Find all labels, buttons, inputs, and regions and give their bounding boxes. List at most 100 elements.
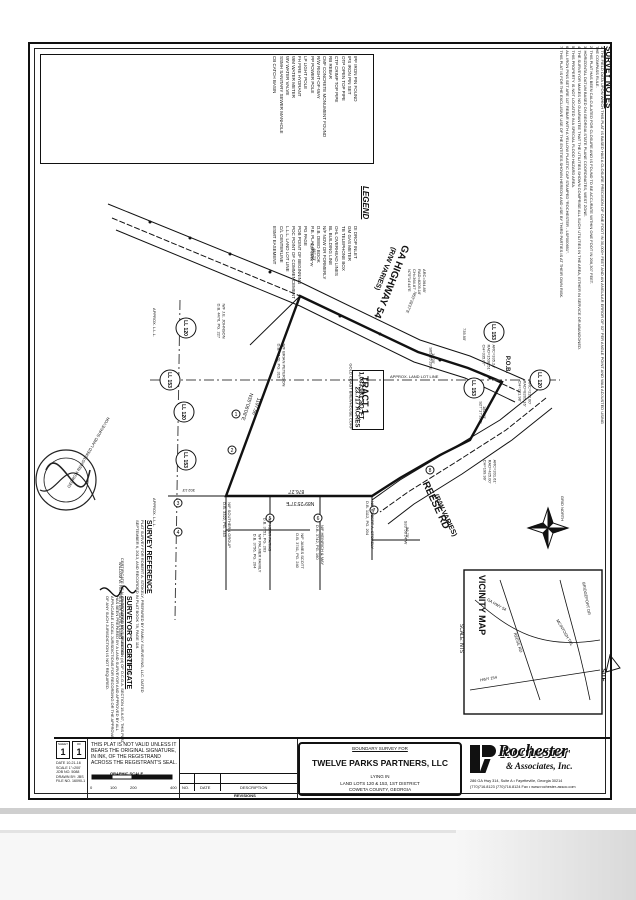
pob-label: P.O.B. [504, 355, 511, 374]
company-name: Rochester [498, 741, 568, 760]
scale-tick-label: 100 [110, 785, 117, 790]
company-contact: (770)716.8123 (770)716.8124 Fax • www.ro… [470, 785, 576, 789]
surveyor-seal [35, 449, 97, 511]
sheet-total: 1 [76, 747, 82, 757]
revisions-cell: NO. DATE DESCRIPTION REVISIONS [180, 739, 298, 799]
vicinity-site-label: SITE [599, 668, 606, 682]
survey-reference-heading: SURVEY REFERENCE [145, 520, 152, 594]
company-logo-mark [470, 745, 496, 773]
adjoiner-label: N/F HEINRICH & MAY D.B. 3742, PG. 160 [315, 524, 326, 566]
adjoiner-label: N/F SOUTHERN GROUP D.B. 3322, PG. 343 [221, 502, 232, 548]
plat-inner-border [34, 48, 606, 794]
arc-label-2: ARC=335.24' RAD=1538.51' CH=335.07' [481, 344, 497, 371]
land-lot-lines [150, 299, 560, 621]
survey-reference-text: PLAT SURVEY FOR ROBERT A. STOKELY, PREPA… [135, 520, 145, 693]
lot-number-circle [173, 498, 183, 508]
lot-number-label: 5 [269, 516, 272, 522]
land-lot-label: LL 153 [470, 380, 476, 396]
revisions-label: REVISIONS [234, 793, 256, 798]
utility-poles [148, 220, 492, 380]
lot-number-circle [173, 527, 183, 537]
drawn-value: JBS [77, 774, 84, 779]
scan-band [0, 808, 636, 814]
north-arrow-label: GRID NORTH [560, 495, 566, 522]
lot-number-circle [369, 505, 379, 515]
signature-marks [99, 585, 137, 597]
rev-no-label: NO. [182, 785, 190, 790]
dist-4: 302.13' [182, 488, 195, 493]
rev-desc-label: DESCRIPTION [240, 785, 268, 790]
tract-area-ac: 23.717 ACRES [353, 386, 360, 428]
arc-label-4: ARC=222.00' RAD=8205.16' CH=221.98' [517, 380, 533, 407]
approx-lll-label-3: APPROX. L.L.L. [151, 498, 157, 527]
lying-in: LYING IN [370, 774, 390, 779]
plat-sheet [28, 42, 612, 800]
file-value: 16090-1 [71, 779, 86, 784]
adjoiner-label: N/F J.E. JOHNSON D.B. 4476, PG. 227 [216, 303, 227, 339]
dist-5: 182.23' [482, 406, 487, 419]
adjoiner-label: N/F KERR FARMS D.B. 3751, PG. 263 [262, 517, 273, 553]
land-lot-label: LL 120 [536, 372, 542, 388]
job-value: 5088 [71, 770, 80, 775]
title-block: SHEET 1 OF 1 DATE 10-21-16 SCALE 1"=200'… [54, 737, 612, 801]
land-lot-circle [175, 317, 197, 339]
land-lot-circle [159, 369, 181, 391]
dist-8: 10.00' [430, 353, 436, 364]
adjoiner-label: N/F PALMER FAMILY D.B. 3756, PG. 204 [252, 533, 263, 573]
approx-lll-label-2: APPROX. L.L.L. [151, 308, 157, 337]
land-lot-label: LL 153 [182, 452, 188, 468]
adjoiner-label: N/F JAMES SCOTT D.B. 3741, PG. 240 [294, 533, 305, 569]
page-bottom-strip [0, 830, 636, 900]
dist-1: 487.73' [312, 248, 317, 261]
north-arrow [526, 506, 570, 550]
adjoiner-label: N/F ROBERT A. STOKELY D.B. 1112, PG. 204 [364, 501, 375, 549]
scale-label: SCALE [56, 765, 68, 770]
validity-text: THIS PLAT IS NOT VALID UNLESS IT BEARS T… [91, 742, 177, 766]
land-lot-label: LL 120 [180, 404, 186, 420]
land-lots: LAND LOTS 120 & 153, 1ST DISTRICT [340, 781, 420, 786]
land-lot-label: LL 153 [490, 324, 496, 340]
vicinity-map [463, 569, 621, 715]
lot-number-label: 1 [235, 412, 238, 418]
company-address: 286 GA Hwy 314, Suite A • Fayetteville, … [470, 779, 563, 783]
scale-tick-label: 400 [170, 785, 177, 790]
lot-number-circle [313, 513, 323, 523]
tract-label-box [352, 370, 384, 430]
land-lot-circle [175, 449, 197, 471]
dist-3: 876.27' [288, 488, 305, 494]
drawn-label: DRAWN BY: [56, 774, 77, 779]
client-cell: BOUNDARY SURVEY FOR TWELVE PARKS PARTNER… [298, 742, 462, 796]
lot-number-label: 2 [231, 448, 234, 454]
graphic-scale-bar [91, 774, 173, 780]
tract-owner: GOLD COAST BREWHOUSE CORP [348, 363, 354, 430]
land-lot-circle [173, 401, 195, 423]
page-shadow [456, 830, 636, 900]
file-label: FILE NO. [56, 779, 71, 784]
graphic-scale-label: GRAPHIC SCALE [110, 771, 144, 776]
of-label: OF [76, 742, 82, 746]
land-lot-circle [529, 369, 551, 391]
date-label: DATE [56, 761, 66, 765]
county: COWETA COUNTY, GEORGIA [348, 787, 412, 792]
certificate-date: 10-21-16 [125, 650, 132, 675]
lot-number-label: 8 [429, 468, 432, 474]
legend-box [40, 54, 374, 164]
lot-number-label: 4 [177, 530, 180, 536]
company-name-2: & Associates, Inc. [506, 761, 573, 771]
bearing-3: N89°25'37"E [286, 500, 315, 506]
date-value: 10-21-16 [66, 761, 81, 765]
page-edge [0, 830, 636, 833]
scale-tick-label: 0 [90, 785, 93, 790]
sheet-meta: DATE 10-21-16 SCALE 1"=200' JOB NO. 5088… [56, 761, 86, 784]
sheet-info-cell: SHEET 1 OF 1 DATE 10-21-16 SCALE 1"=200'… [54, 739, 88, 799]
client-name: TWELVE PARKS PARTNERS, LLC [312, 758, 448, 768]
land-lot-circle [483, 321, 505, 343]
lot-number-circle [227, 445, 237, 455]
company-cell: Rochester & Associates, Inc. 286 GA Hwy … [466, 739, 612, 799]
lot-number-circle [425, 465, 435, 475]
vicinity-map-title: VICINITY MAP [477, 574, 488, 636]
land-lot-label: LL 120 [182, 320, 188, 336]
lot-number-circle [231, 409, 241, 419]
